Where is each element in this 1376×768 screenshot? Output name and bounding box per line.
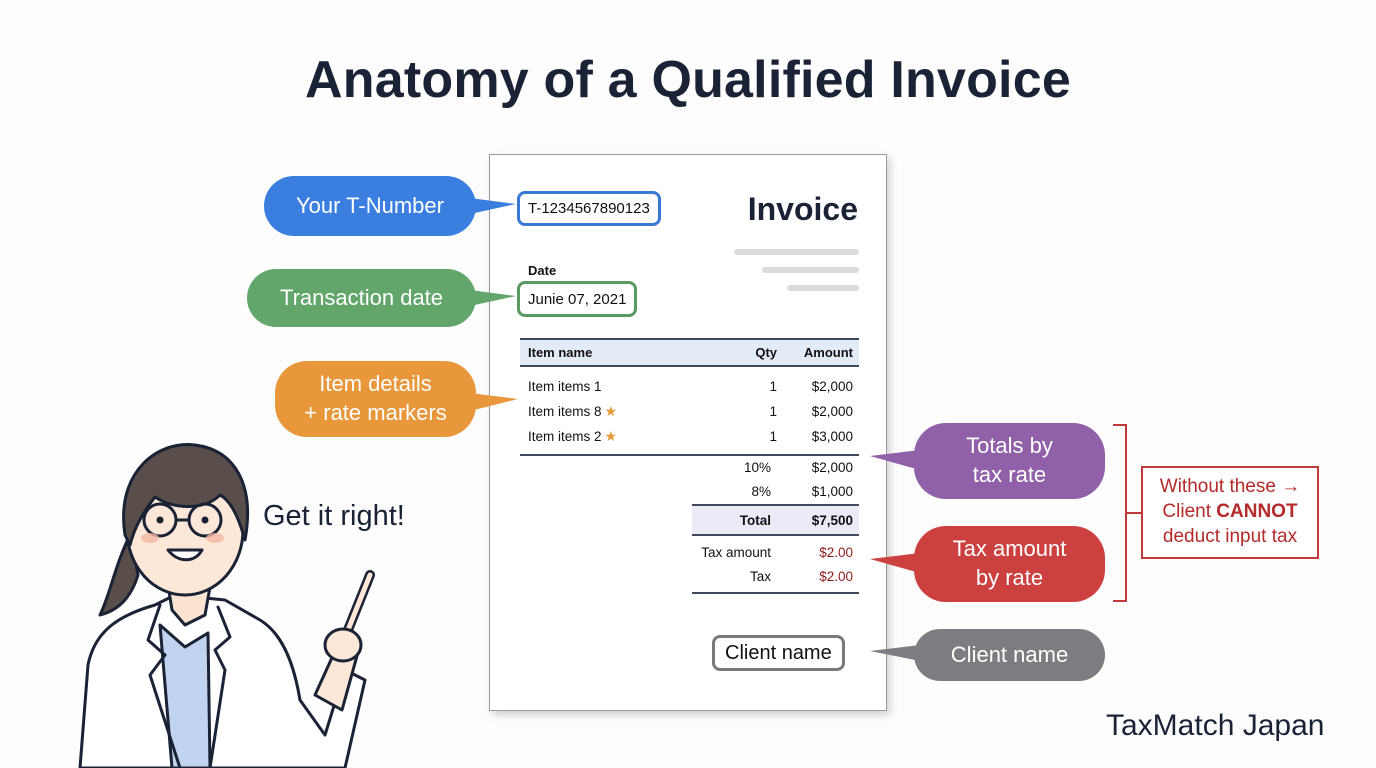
- warning-line: deduct input tax: [1162, 525, 1298, 547]
- callout-text: Transaction date: [279, 284, 444, 310]
- callout-pointer: [870, 450, 920, 470]
- warning-box: Without these → Client CANNOT deduct inp…: [1141, 466, 1319, 559]
- speech-text: Get it right!: [263, 500, 405, 532]
- rate-amount: $2,000: [811, 459, 853, 475]
- rate-totals: 10% $2,000 8% $1,000: [692, 455, 859, 503]
- callout-pointer: [470, 198, 516, 214]
- invoice-heading: Invoice: [747, 191, 858, 227]
- callout-pointer: [470, 393, 518, 411]
- callout-pointer: [870, 553, 920, 573]
- date-label: Date: [528, 263, 557, 278]
- tax-label: Tax: [749, 568, 771, 584]
- callout-pointer: [870, 645, 920, 661]
- header-amount: Amount: [803, 345, 853, 360]
- rate-label: 8%: [751, 483, 771, 499]
- items-table: Item name Qty Amount Item items 1 1 $2,0…: [520, 338, 859, 456]
- date-field: Junie 07, 2021: [517, 281, 638, 317]
- item-amount: $2,000: [811, 404, 853, 419]
- callout-transaction-date: Transaction date: [247, 269, 476, 327]
- callout-text: by rate: [975, 565, 1044, 590]
- header-qty: Qty: [755, 345, 777, 360]
- warning-line: Without these →: [1159, 476, 1301, 498]
- t-number-field: T-1234567890123: [517, 191, 661, 226]
- item-qty: 1: [769, 404, 777, 419]
- table-header: Item name Qty Amount: [520, 338, 859, 367]
- item-name: Item items 1: [528, 379, 602, 394]
- invoice-document: Invoice T-1234567890123 Date Junie 07, 2…: [489, 154, 887, 711]
- callout-text: Tax amount: [952, 536, 1067, 562]
- item-amount: $2,000: [811, 379, 853, 394]
- callout-text: Item details: [319, 371, 432, 397]
- page-title: Anatomy of a Qualified Invoice: [305, 51, 1071, 109]
- callout-item-details: Item details + rate markers: [275, 361, 476, 437]
- tax-value: $2.00: [819, 568, 853, 584]
- callout-text: + rate markers: [304, 400, 447, 425]
- bracket: [1113, 424, 1127, 602]
- item-qty: 1: [769, 379, 777, 394]
- item-name: Item items 8: [528, 404, 602, 419]
- callout-text: Client name: [950, 641, 1069, 667]
- placeholder-line: [734, 249, 859, 255]
- callout-pointer: [470, 290, 516, 306]
- warning-line: Client: [1162, 501, 1217, 523]
- callout-text: tax rate: [972, 462, 1047, 487]
- brand-name: TaxMatch Japan: [1106, 709, 1325, 742]
- star-icon: ★: [604, 428, 618, 444]
- callout-tax-amount: Tax amount by rate: [914, 526, 1105, 602]
- callout-text: Totals by: [966, 433, 1053, 459]
- client-name-field: Client name: [712, 635, 845, 671]
- placeholder-line: [787, 285, 859, 291]
- header-item-name: Item name: [528, 345, 593, 360]
- table-row: Item items 1 1 $2,000: [520, 374, 859, 399]
- warning-emphasis: CANNOT: [1216, 501, 1298, 523]
- table-row: Item items 2★ 1 $3,000: [520, 424, 859, 449]
- callout-text: Your T-Number: [296, 192, 444, 218]
- total-row: Total $7,500: [692, 504, 859, 536]
- total-amount: $7,500: [811, 512, 853, 528]
- placeholder-line: [762, 267, 859, 273]
- character-illustration: [78, 442, 375, 768]
- rate-amount: $1,000: [811, 483, 853, 499]
- callout-totals-by-rate: Totals by tax rate: [914, 423, 1105, 499]
- table-row: Item items 8★ 1 $2,000: [520, 399, 859, 424]
- tax-amounts: Tax amount $2.00 Tax $2.00: [692, 540, 859, 594]
- tax-value: $2.00: [819, 544, 853, 560]
- item-qty: 1: [769, 429, 777, 444]
- tax-label: Tax amount: [701, 544, 771, 560]
- star-icon: ★: [604, 403, 618, 419]
- total-label: Total: [739, 512, 771, 528]
- item-amount: $3,000: [811, 429, 853, 444]
- item-name: Item items 2: [528, 429, 602, 444]
- bracket-connector: [1127, 512, 1141, 514]
- callout-t-number: Your T-Number: [264, 176, 476, 236]
- rate-label: 10%: [743, 459, 771, 475]
- callout-client-name: Client name: [914, 629, 1105, 681]
